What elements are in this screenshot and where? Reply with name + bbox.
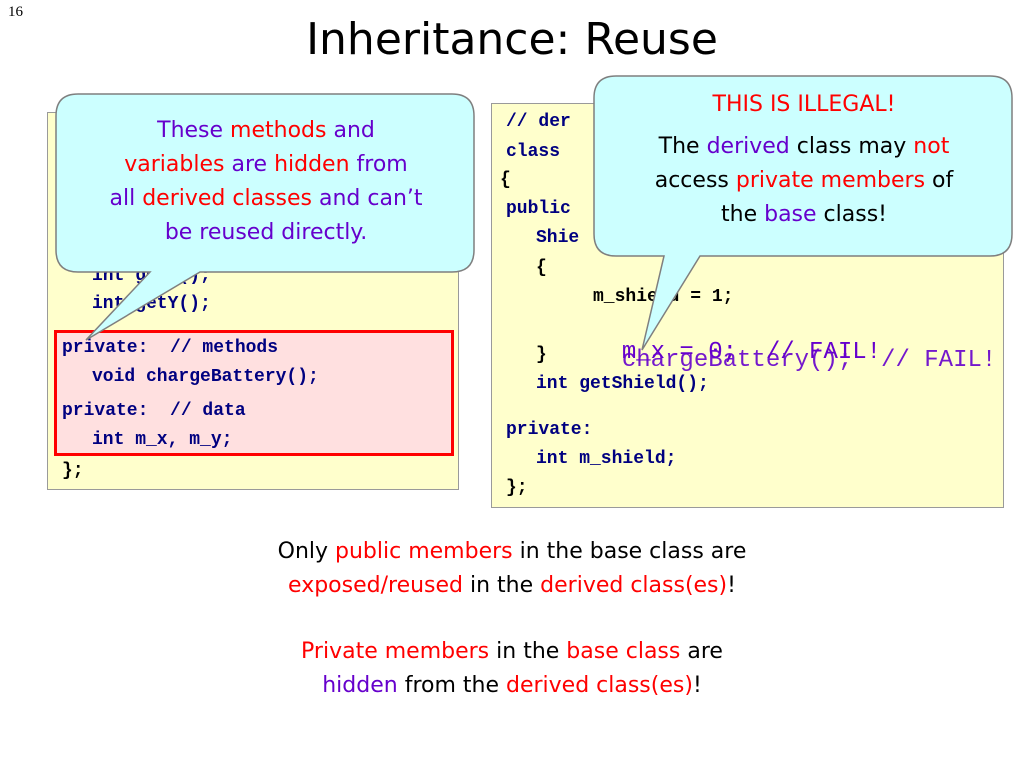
- code-line-ctor-open: {: [536, 258, 547, 278]
- caption-part: Only: [277, 539, 336, 564]
- code-line-class: class: [506, 142, 561, 162]
- left-callout-part: These: [157, 118, 231, 143]
- code-line-m-shield: int m_shield;: [536, 449, 677, 469]
- code-line-private-methods: private: // methods: [62, 338, 279, 358]
- right-callout-part: not: [913, 134, 950, 159]
- code-line-ctor-close: }: [536, 345, 547, 365]
- page-number: 16: [8, 4, 23, 20]
- code-line-constructor: Shie: [536, 228, 580, 248]
- left-callout-part: derived classes: [142, 186, 312, 211]
- caption-part: !: [727, 573, 736, 598]
- code-line-member-vars: int m_x, m_y;: [92, 430, 233, 450]
- right-callout-part: class!: [816, 202, 887, 227]
- right-callout-part: derived: [706, 134, 790, 159]
- right-callout-part: access: [654, 168, 736, 193]
- left-callout-part: be reused directly.: [164, 220, 368, 245]
- illegal-heading: THIS IS ILLEGAL!: [712, 92, 896, 117]
- code-line-open-brace: {: [500, 170, 511, 190]
- left-callout-part: are: [224, 152, 275, 177]
- caption-part: in the: [463, 573, 541, 598]
- caption-part: derived class(es): [505, 673, 693, 698]
- right-callout-part: of: [925, 168, 954, 193]
- illegal-assign-text: m_x = 0; // FAIL!: [621, 339, 882, 366]
- left-callout-part: from: [349, 152, 408, 177]
- private-members-highlight: [54, 330, 454, 456]
- code-line-private-right: private:: [506, 420, 593, 440]
- code-line-public: public: [506, 199, 571, 219]
- illegal-assign-line: m_x = 0; // FAIL!: [593, 312, 881, 366]
- right-callout-part: the: [721, 202, 765, 227]
- illegal-call-text: chargeBattery(); // FAIL!: [621, 347, 997, 374]
- caption-part: derived class(es): [540, 573, 728, 598]
- caption-part: in the base class are: [512, 539, 747, 564]
- code-line-comment: // der: [506, 112, 571, 132]
- code-line-get-shield: int getShield();: [536, 374, 709, 394]
- caption-part: public members: [335, 539, 513, 564]
- caption-part: Private members: [301, 639, 490, 664]
- illegal-call-line: chargeBattery(); // FAIL!: [593, 320, 996, 374]
- left-callout-part: methods: [230, 118, 327, 143]
- code-line-closing-left: };: [62, 461, 84, 481]
- caption-part: hidden: [322, 673, 398, 698]
- code-line-private-data: private: // data: [62, 401, 246, 421]
- caption-private-members: Private members in the base class are hi…: [0, 635, 1024, 703]
- right-callout-part: The: [658, 134, 707, 159]
- right-callout-part: class may: [789, 134, 914, 159]
- caption-part: in the: [489, 639, 567, 664]
- left-callout-text: These methods and variables are hidden f…: [66, 114, 466, 250]
- right-callout-text: THIS IS ILLEGAL! The derived class may n…: [604, 88, 1004, 232]
- right-callout-part: base: [764, 202, 817, 227]
- left-callout-shape: [55, 93, 475, 341]
- left-callout-part: and can’t: [311, 186, 423, 211]
- slide-title: Inheritance: Reuse: [306, 14, 718, 65]
- caption-part: from the: [397, 673, 506, 698]
- code-line-closing-right: };: [506, 478, 528, 498]
- left-callout-part: all: [109, 186, 143, 211]
- left-callout-part: and: [326, 118, 375, 143]
- code-line-charge-battery: void chargeBattery();: [92, 367, 319, 387]
- caption-part: base class: [566, 639, 681, 664]
- left-callout-part: variables: [124, 152, 225, 177]
- left-callout-part: hidden: [274, 152, 350, 177]
- caption-public-members: Only public members in the base class ar…: [0, 535, 1024, 603]
- right-callout-shape: [593, 75, 1013, 351]
- caption-part: !: [692, 673, 702, 698]
- caption-part: exposed/reused: [288, 573, 464, 598]
- caption-part: are: [680, 639, 723, 664]
- right-callout-part: private members: [735, 168, 926, 193]
